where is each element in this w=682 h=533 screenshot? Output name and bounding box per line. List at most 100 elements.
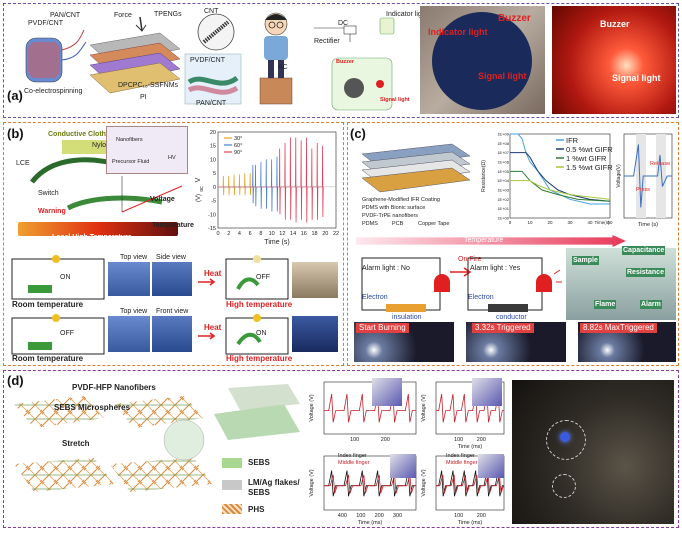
res-series-line — [510, 133, 610, 205]
photo-label-indicator-light: Indicator light — [428, 27, 488, 37]
res-y-tick: 1E+00 — [497, 216, 509, 221]
legend-swatch-sebs — [222, 458, 242, 468]
label-conductor: conductor — [496, 314, 527, 321]
photo-label-buzzer: Buzzer — [498, 13, 531, 24]
label-dpcpc: DPCPC₁₆-SSFNMs — [118, 82, 179, 89]
legend-swatch-lm — [222, 480, 242, 490]
press-series-line — [624, 144, 672, 208]
alarm-circuit-on — [467, 257, 562, 312]
voc-x-tick: 0 — [216, 231, 219, 237]
finger-x-tick: 200 — [477, 513, 486, 519]
circuit-board-photo-2 — [552, 6, 676, 114]
on-fire-arrow — [450, 267, 472, 277]
legend-pdms-bionic: PDMS with Bionic surface — [362, 205, 426, 211]
label-lce: LCE — [16, 160, 30, 167]
label-electron: Electron — [362, 294, 388, 301]
legend-swatch-phs — [222, 504, 242, 514]
panel-b-label: (b) — [6, 126, 25, 141]
legend-gmifr: Graphene-Modified IFR Coating — [362, 197, 440, 203]
finger-plot-area — [323, 381, 417, 435]
legend-lm: LM/Ag flakes/ — [248, 478, 300, 487]
voc-y-tick: -5 — [211, 199, 216, 205]
press-y-label: Voltage(V) — [616, 164, 622, 188]
panel-c — [347, 122, 679, 366]
voc-y-tick: 5 — [213, 171, 216, 177]
label-ac: AC — [278, 64, 288, 71]
photo-label-signal-light: Signal light — [478, 71, 527, 81]
label-high-temp: High temperature — [226, 300, 293, 309]
finger-x-tick: 400 — [338, 513, 347, 519]
circuit-switch-off-high — [225, 255, 289, 300]
voc-y-label: V — [195, 177, 202, 182]
voc-series-line — [218, 137, 324, 223]
voc-legend-label: 30° — [234, 136, 242, 142]
panel-d-label: (d) — [6, 373, 25, 388]
press-x-label: Time (s) — [638, 222, 658, 228]
voc-x-tick: 16 — [301, 231, 307, 237]
voc-x-tick: 18 — [311, 231, 317, 237]
circuit-switch-off-room — [11, 314, 105, 355]
label-start-burning: Start Burning — [356, 323, 409, 333]
res-x-tick: 0 — [509, 220, 512, 225]
label-tpengs: TPENGs — [154, 11, 182, 18]
person-cartoon — [259, 12, 293, 105]
res-x-tick: 20 — [547, 220, 553, 225]
label-heat: Heat — [204, 269, 222, 278]
circuit-board-photo-1 — [420, 6, 545, 114]
label-force: Force — [114, 12, 132, 19]
finger-series-line — [324, 393, 416, 423]
finger-x-label: Time (ms) — [458, 444, 483, 450]
voc-x-tick: 2 — [227, 231, 230, 237]
hand-photo-1 — [372, 378, 402, 406]
finger-y-label: Voltage (V) — [421, 469, 427, 496]
label-heat2: Heat — [204, 323, 222, 332]
voc-legend-label: 60° — [234, 143, 242, 149]
hand-photo-2 — [472, 378, 502, 406]
label-alarm-no: Alarm light : No — [362, 265, 410, 272]
legend-pdms: PDMS — [362, 221, 378, 227]
finger-series-line — [436, 393, 504, 423]
label-max-triggered: 8.82s MaxTriggered — [580, 323, 657, 333]
res-legend-label: 1 %wt GIFR — [566, 154, 607, 163]
finger-x-tick: 200 — [477, 437, 486, 443]
electrospinning-inset — [106, 126, 188, 174]
voc-x-tick: 10 — [269, 231, 275, 237]
legend-pcb: PCB — [392, 221, 404, 227]
label-alarm-yes: Alarm light : Yes — [470, 265, 521, 272]
circuit-switch-on-room — [11, 255, 105, 300]
res-x-label: Time(s) — [594, 220, 610, 225]
cnt-zoom-circle — [197, 13, 235, 51]
photo-heated-2 — [292, 316, 338, 352]
legend-sebs: SEBS — [248, 458, 270, 467]
phs-fiber-mats — [14, 384, 300, 492]
res-x-tick: 10 — [527, 220, 533, 225]
label-switch: Switch — [38, 190, 59, 197]
temperature-arrow — [356, 235, 626, 247]
label-insulation: insulation — [392, 314, 422, 321]
label-off: OFF — [256, 274, 270, 281]
voc-y-tick: 10 — [210, 157, 216, 163]
label-buzzer: Buzzer — [336, 59, 355, 65]
res-y-tick: 1E+09 — [497, 132, 509, 137]
label-cnt: CNT — [204, 8, 219, 15]
label-voltage: Voltage — [150, 196, 175, 203]
photo-side-view-1 — [152, 262, 192, 296]
hand-photo-3 — [390, 454, 416, 478]
circuit-switch-on-high — [225, 314, 289, 355]
photo-heated-1 — [292, 262, 338, 298]
label-rectifier: Rectifier — [314, 38, 340, 45]
res-y-tick: 1E+04 — [497, 178, 509, 183]
label-pvdf-cnt-left: PVDF/CNT — [28, 20, 63, 27]
label-local-high-temp: Local High Temperature — [52, 234, 132, 241]
panel-c-label: (c) — [349, 126, 367, 141]
voc-y-tick: 0 — [213, 185, 216, 191]
voc-x-label: Time (s) — [264, 239, 289, 246]
label-flame: Flame — [594, 300, 617, 309]
res-x-tick: 30 — [567, 220, 573, 225]
voc-y-tick: -10 — [208, 212, 216, 218]
label-alarm: Alarm — [640, 300, 662, 309]
release-shade — [656, 134, 666, 218]
label-dc: DC — [338, 20, 349, 27]
res-x-tick: 40 — [587, 220, 593, 225]
voc-y-tick: 15 — [210, 144, 216, 150]
